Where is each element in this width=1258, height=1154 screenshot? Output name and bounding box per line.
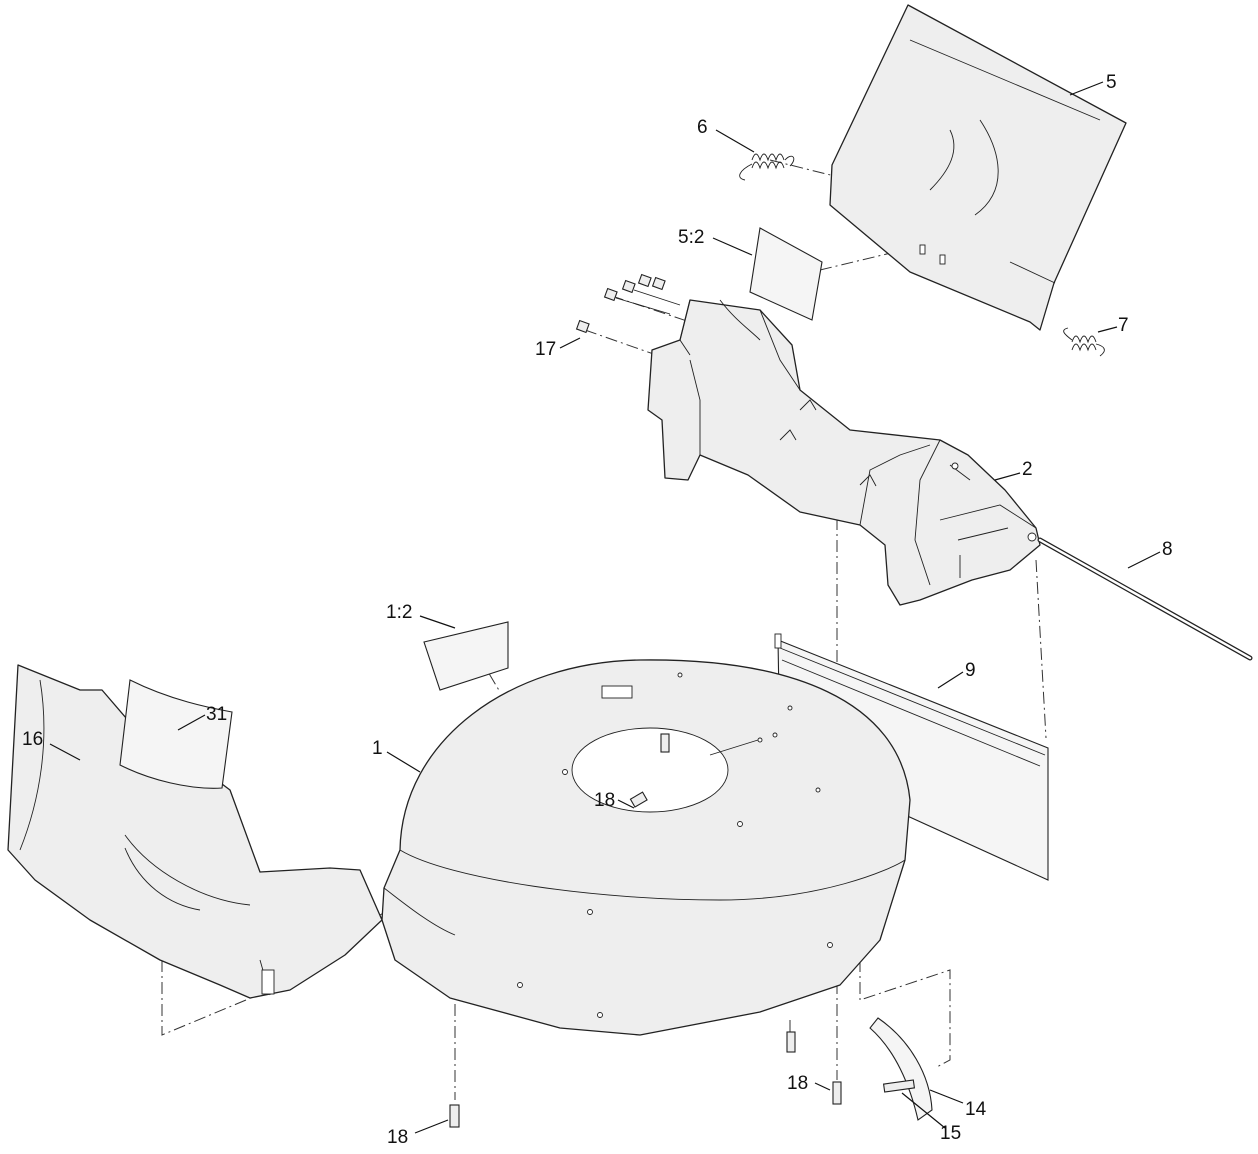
decal-5-2 — [749, 227, 823, 321]
grip — [119, 679, 233, 789]
callout-9: 9 — [965, 660, 976, 681]
callout-31: 31 — [206, 704, 227, 725]
callout-18-right: 18 — [787, 1073, 808, 1094]
callout-labels: 5 6 5:2 7 17 2 8 1:2 9 31 16 1 18 18 14 … — [22, 72, 1173, 1148]
callout-15: 15 — [940, 1123, 961, 1144]
callout-18-center: 18 — [594, 790, 615, 811]
callout-14: 14 — [965, 1099, 987, 1120]
callout-1: 1 — [372, 738, 383, 759]
callout-18-left: 18 — [387, 1127, 408, 1148]
callout-7: 7 — [1118, 315, 1129, 336]
callout-5-2: 5:2 — [678, 227, 704, 248]
callout-16: 16 — [22, 729, 43, 750]
rear-flap — [829, 4, 1127, 331]
leader-lines — [49, 81, 1161, 1134]
mower-deck — [381, 659, 911, 1036]
screws — [575, 273, 681, 334]
callout-5: 5 — [1106, 72, 1117, 93]
spring-right — [1063, 327, 1105, 357]
deck-bolts — [449, 733, 842, 1128]
decal-1-2 — [423, 621, 509, 691]
callout-6: 6 — [697, 117, 708, 138]
callout-2: 2 — [1022, 459, 1033, 480]
callout-1-2: 1:2 — [386, 602, 412, 623]
clip — [869, 1017, 933, 1121]
rod — [1037, 537, 1253, 661]
callout-17: 17 — [535, 339, 556, 360]
rear-bracket — [647, 299, 1041, 606]
clip-screw — [882, 1079, 916, 1093]
callout-8: 8 — [1162, 539, 1173, 560]
spring-left — [739, 153, 795, 181]
